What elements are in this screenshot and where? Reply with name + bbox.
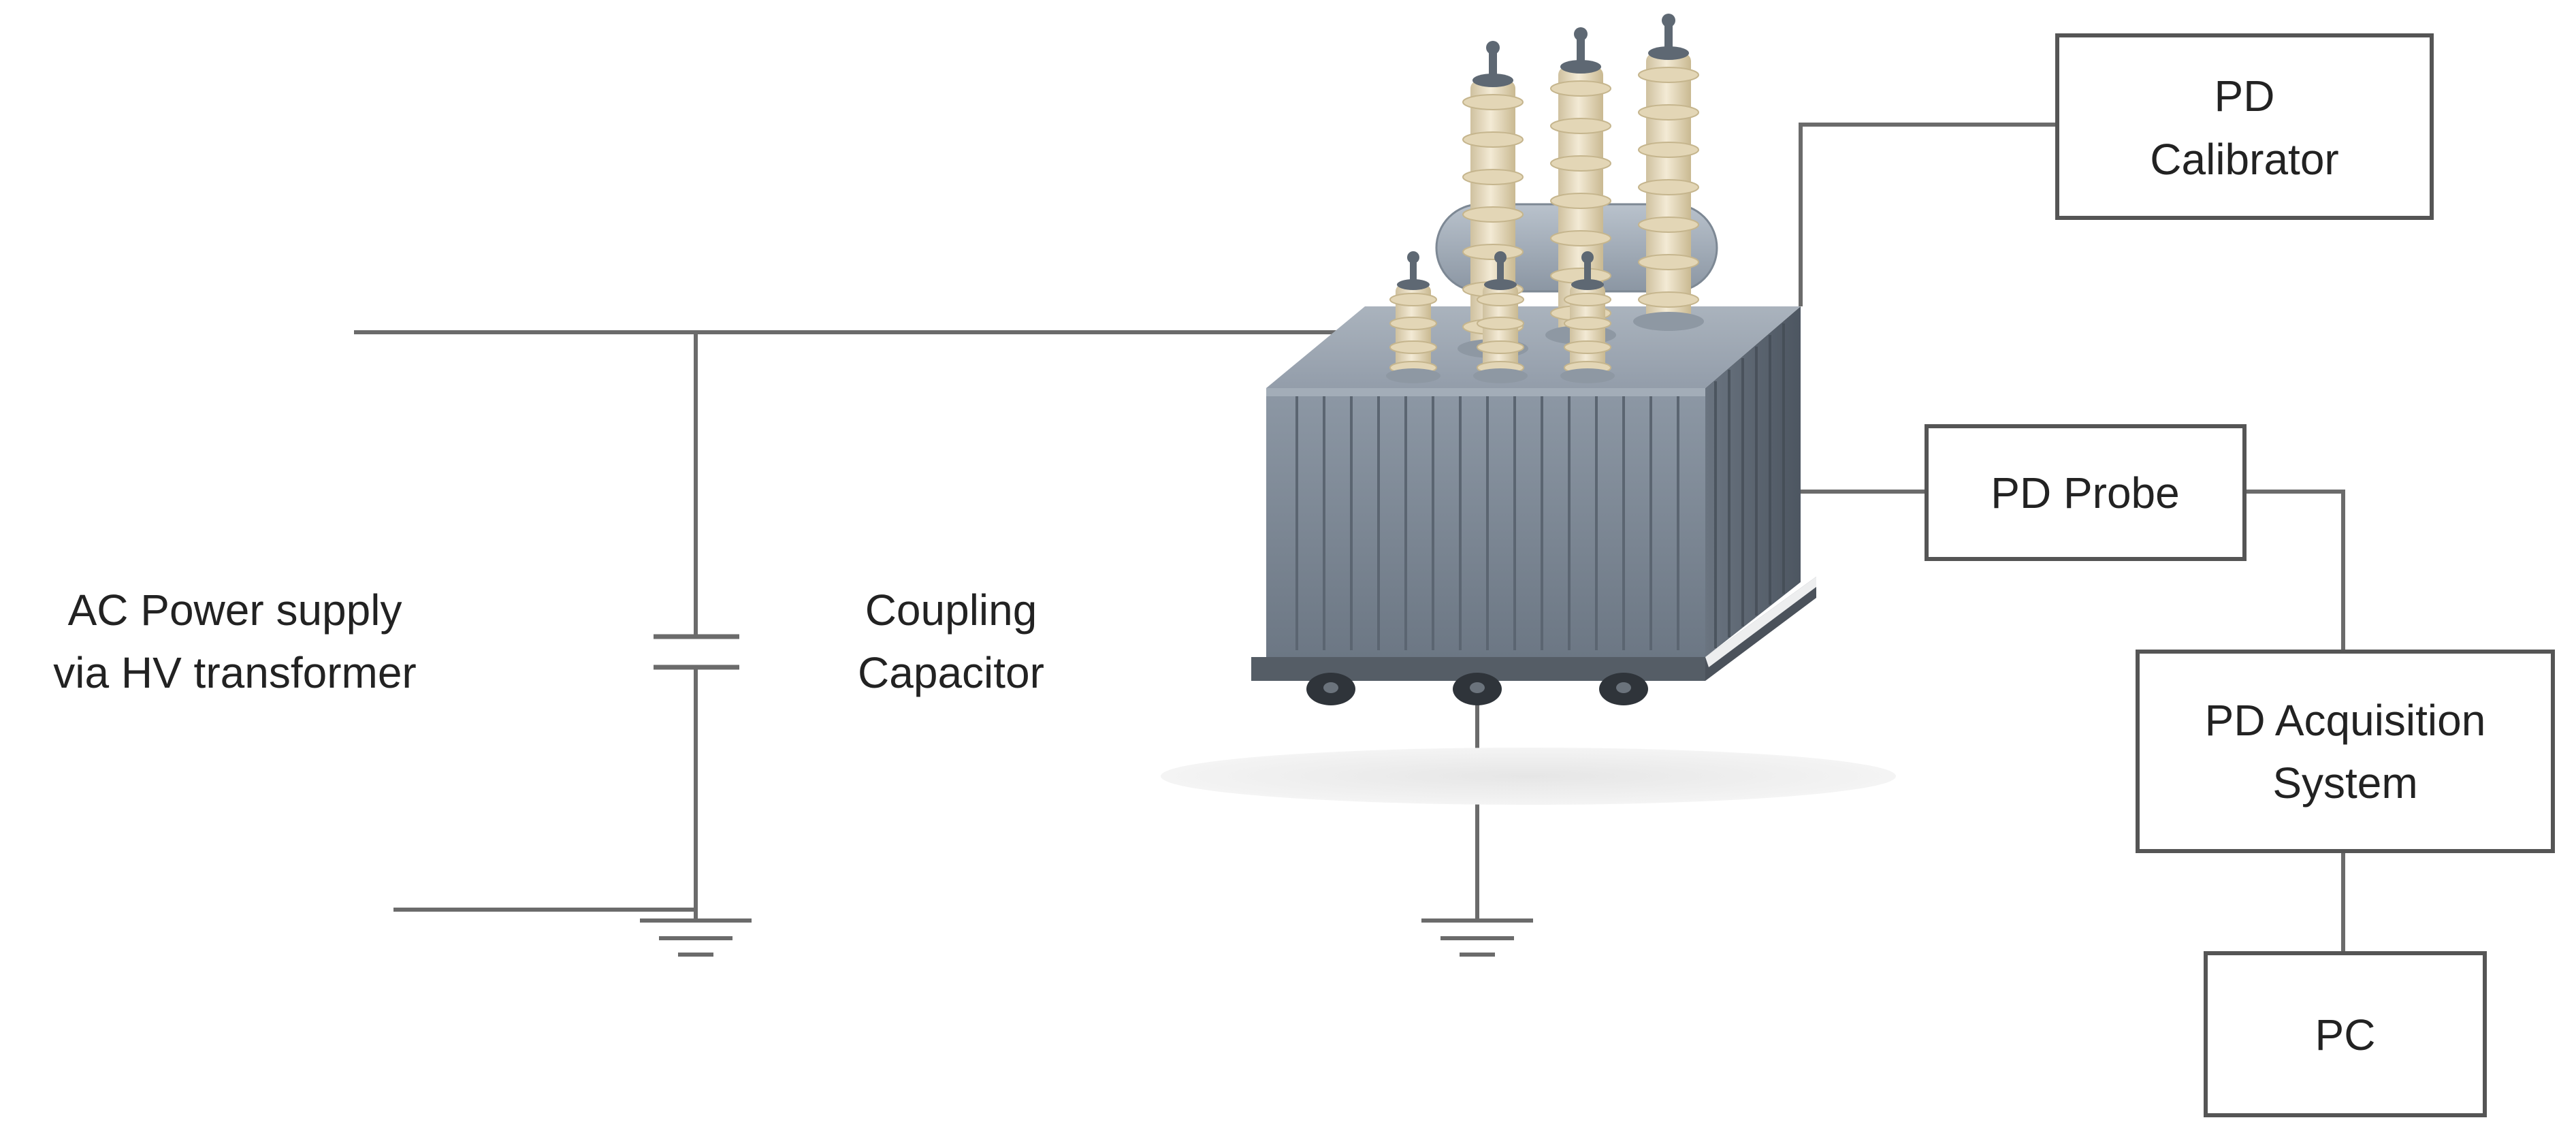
coupling-capacitor-label: Coupling Capacitor [858, 586, 1044, 697]
pc-box: PC [2204, 951, 2487, 1117]
pd-probe-label: PD Probe [1991, 468, 2179, 517]
power-transformer-icon [1161, 14, 1896, 805]
pc-label: PC [2315, 1010, 2376, 1059]
pd-calibrator-box: PD Calibrator [2055, 33, 2434, 220]
calibrator-wire [1799, 123, 2057, 306]
coupling-capacitor-label-line1: Coupling [865, 586, 1037, 635]
capacitor-symbol-icon [654, 634, 739, 670]
pd-calibrator-label-line2: Calibrator [2150, 135, 2338, 184]
probe-acquisition-wire [2244, 490, 2345, 652]
transformer-shadow [1161, 748, 1896, 805]
pd-calibrator-label-line1: PD [2215, 71, 2275, 121]
coupling-capacitor-label-line2: Capacitor [858, 648, 1044, 697]
lv-bushings [1386, 251, 1615, 383]
ground-symbol-icon [640, 910, 752, 957]
ac-supply-label: AC Power supply via HV transformer [53, 586, 416, 697]
ac-supply-label-line1: AC Power supply [68, 586, 402, 635]
pd-acquisition-label-line1: PD Acquisition [2205, 696, 2486, 745]
ac-supply-label-line2: via HV transformer [53, 648, 416, 697]
pd-acquisition-box: PD Acquisition System [2136, 650, 2555, 853]
pd-acquisition-label-line2: System [2272, 758, 2417, 808]
ground-symbol-icon [1421, 918, 1533, 957]
pd-probe-box: PD Probe [1925, 424, 2247, 561]
